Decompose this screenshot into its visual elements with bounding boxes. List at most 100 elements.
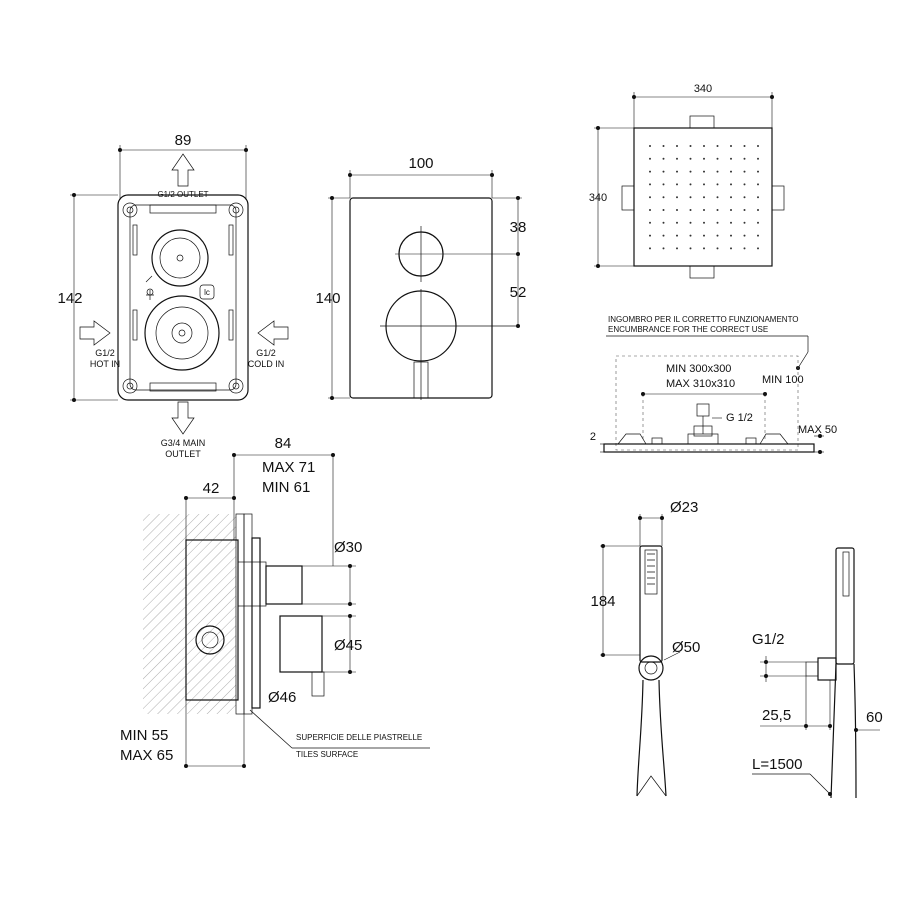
diameter-30-label: Ø30 xyxy=(334,539,362,556)
nozzle-dot xyxy=(757,170,759,173)
encumbrance-note-it: INGOMBRO PER IL CORRETTO FUNZIONAMENTO xyxy=(608,315,799,324)
nozzle-dot xyxy=(743,157,746,160)
nozzle-dot xyxy=(743,170,746,173)
nozzle-dot xyxy=(757,247,759,250)
nozzle-dot xyxy=(703,170,705,173)
max-65-label: MAX 65 xyxy=(120,747,173,764)
tiles-it-label: SUPERFICIE DELLE PIASTRELLE xyxy=(296,733,422,742)
nozzle-dot xyxy=(730,157,732,160)
nozzle-dot xyxy=(662,170,665,173)
plate-width-label: 100 xyxy=(408,155,433,172)
nozzle-dot xyxy=(649,196,651,199)
nozzle-dot xyxy=(716,157,719,160)
mixer-box-view: 89 142 G1/2 OUTLET xyxy=(57,132,289,459)
encumbrance-note-en: ENCUMBRANCE FOR THE CORRECT USE xyxy=(608,325,768,334)
nozzle-dot xyxy=(757,157,759,160)
cold-in-label-2: COLD IN xyxy=(248,359,285,369)
nozzle-dot xyxy=(703,145,705,147)
mixer-height-label: 142 xyxy=(57,290,82,307)
hand-thread-label: G1/2 xyxy=(752,631,785,648)
main-outlet-label-1: G3/4 MAIN xyxy=(161,438,206,448)
nozzle-dot xyxy=(662,209,665,211)
nozzle-dot xyxy=(689,247,692,250)
nozzle-dot xyxy=(757,183,759,186)
nozzle-dot xyxy=(689,183,692,186)
nozzle-dot xyxy=(730,221,732,224)
nozzle-dot xyxy=(676,234,678,237)
head-width-label: 340 xyxy=(694,83,712,95)
nozzle-dot xyxy=(716,196,719,199)
nozzle-dot xyxy=(757,196,759,199)
nozzle-dot xyxy=(703,234,705,237)
hand-length-label: 184 xyxy=(590,593,615,610)
max-71-label: MAX 71 xyxy=(262,459,315,476)
min-55-label: MIN 55 xyxy=(120,727,168,744)
nozzle-dot xyxy=(743,183,746,186)
hand-d23-label: Ø23 xyxy=(670,499,698,516)
nozzle-dot xyxy=(676,196,678,199)
nozzle-dot xyxy=(649,170,651,173)
nozzle-dot xyxy=(743,247,746,250)
nozzle-dot xyxy=(730,209,732,211)
max-size-label: MAX 310x310 xyxy=(666,378,735,390)
nozzle-dot xyxy=(703,157,705,160)
hand-offset-label: 25,5 xyxy=(762,707,791,724)
nozzle-dot xyxy=(730,234,732,237)
min-size-label: MIN 300x300 xyxy=(666,363,731,375)
nozzle-dot xyxy=(757,234,759,237)
nozzle-dot xyxy=(730,196,732,199)
head-height-label: 340 xyxy=(589,192,607,204)
nozzle-dot xyxy=(743,209,746,211)
nozzle-dot xyxy=(757,209,759,211)
plate-upper-offset: 38 xyxy=(510,219,527,236)
nozzle-dot xyxy=(689,234,692,237)
nozzle-dot xyxy=(730,247,732,250)
hose-length-label: L=1500 xyxy=(752,756,802,773)
nozzle-dot xyxy=(649,221,651,224)
nozzle-dot xyxy=(716,247,719,250)
hot-in-arrow-icon xyxy=(79,320,111,346)
hand-depth-label: 60 xyxy=(866,709,883,726)
min-61-label: MIN 61 xyxy=(262,479,310,496)
nozzle-dot xyxy=(662,221,665,224)
nozzle-dot xyxy=(716,209,719,211)
nozzle-dot xyxy=(743,196,746,199)
nozzle-dot xyxy=(649,145,651,147)
nozzle-dot xyxy=(689,145,692,147)
nozzle-dot xyxy=(662,145,665,147)
nozzle-dot xyxy=(730,170,732,173)
svg-text:lc: lc xyxy=(204,288,210,297)
nozzle-dot xyxy=(676,183,678,186)
nozzle-dot xyxy=(703,209,705,211)
nozzle-dot xyxy=(743,234,746,237)
nozzle-dot xyxy=(676,209,678,211)
nozzle-dot xyxy=(689,170,692,173)
nozzle-dot xyxy=(703,221,705,224)
main-outlet-arrow-icon xyxy=(171,401,195,435)
nozzle-grid xyxy=(649,145,759,250)
nozzle-dot xyxy=(757,221,759,224)
nozzle-dot xyxy=(649,247,651,250)
mixer-width-label: 89 xyxy=(175,132,192,149)
hand-d50-label: Ø50 xyxy=(672,639,700,656)
nozzle-dot xyxy=(716,170,719,173)
nozzle-dot xyxy=(676,247,678,250)
plate-height-label: 140 xyxy=(315,290,340,307)
nozzle-dot xyxy=(703,247,705,250)
nozzle-dot xyxy=(676,157,678,160)
nozzle-dot xyxy=(703,196,705,199)
nozzle-dot xyxy=(703,183,705,186)
shower-head-view: 340 340 xyxy=(589,83,785,279)
nozzle-dot xyxy=(716,234,719,237)
nozzle-dot xyxy=(716,221,719,224)
nozzle-dot xyxy=(689,209,692,211)
total-depth-label: 84 xyxy=(275,435,292,452)
nozzle-dot xyxy=(689,157,692,160)
nozzle-dot xyxy=(689,221,692,224)
main-outlet-label-2: OUTLET xyxy=(165,449,201,459)
diameter-45-label: Ø45 xyxy=(334,637,362,654)
tiles-en-label: TILES SURFACE xyxy=(296,750,358,759)
nozzle-dot xyxy=(743,221,746,224)
wall-42-label: 42 xyxy=(203,480,220,497)
